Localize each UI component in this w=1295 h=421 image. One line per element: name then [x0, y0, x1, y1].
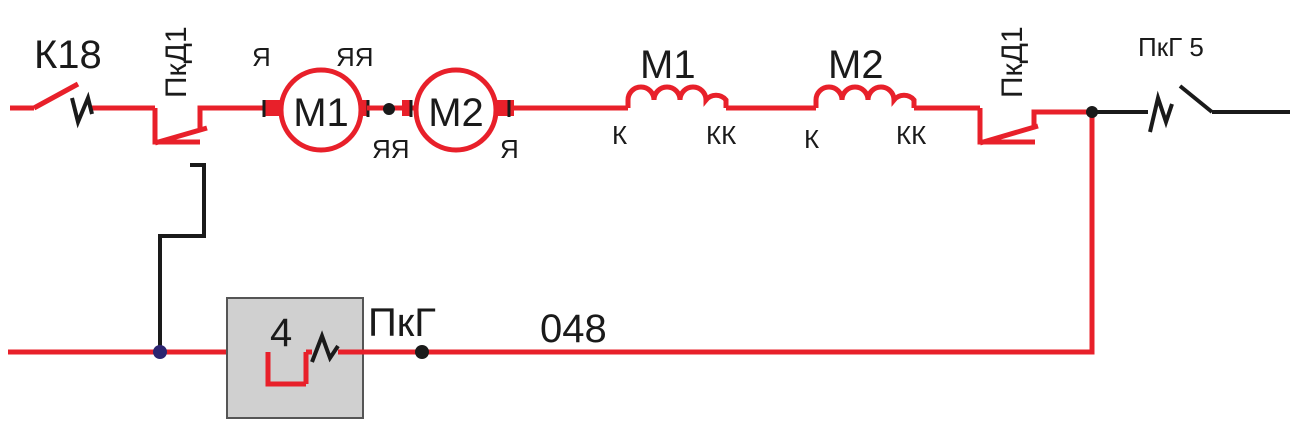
relay-4-number: 4 [270, 311, 292, 355]
pkg-label: ПкГ [368, 301, 436, 345]
coil-m1-term-right: КК [706, 120, 736, 150]
motor-m2 [413, 67, 499, 153]
m1-m2-junction [383, 103, 395, 115]
pkd1-right-contact-blade [979, 123, 1039, 146]
m1-term-top-right: ЯЯ [336, 42, 374, 72]
motor-m1-label: М1 [293, 91, 349, 135]
m2-right-terminal [496, 100, 514, 116]
pkd1-left-label: ПкД1 [160, 26, 193, 98]
coil-m2-term-left: К [804, 124, 819, 154]
m2-left-terminal [402, 100, 412, 116]
wire-048-return [422, 112, 1095, 355]
pkd1-right-contact-b [1031, 109, 1092, 128]
relay-4-control-mark-icon [310, 330, 340, 363]
pkd1-left-contact-blade [154, 125, 208, 146]
motor-m1 [278, 67, 364, 153]
pkg5-blade [1178, 84, 1214, 114]
m2-term-bottom-left: ЯЯ [372, 134, 410, 164]
m2-term-bottom-right: Я [500, 134, 519, 164]
k18-label: К18 [34, 33, 102, 77]
left-junction [153, 345, 167, 359]
top-wires [10, 81, 1095, 355]
pkd1-left-contact-b [197, 105, 264, 128]
right-junction [1086, 106, 1098, 118]
m1-term-top-left: Я [252, 42, 271, 72]
pkd1-mechanical-link [158, 163, 206, 352]
terminal-marks [262, 100, 511, 117]
pkg5-switch [1092, 84, 1290, 133]
k18-control-mark-icon [70, 91, 94, 129]
wire-048-label: 048 [540, 307, 607, 351]
coil-m1-label: М1 [640, 43, 696, 87]
coil-m2-label: М2 [828, 43, 884, 87]
pkg-junction [415, 345, 429, 359]
switch-k18-blade [32, 81, 80, 111]
coil-m1-term-left: К [612, 120, 627, 150]
pkg5-control-mark-icon [1148, 90, 1174, 133]
pkg5-label: ПкГ 5 [1138, 32, 1204, 62]
m1-left-terminal [263, 100, 281, 116]
motor-m2-label: М2 [428, 91, 484, 135]
coil-m2-term-right: КК [896, 120, 926, 150]
relay-4-contact [265, 349, 422, 387]
coil-m1 [625, 84, 729, 108]
coil-m2 [813, 84, 917, 108]
pkd1-right-label: ПкД1 [996, 26, 1029, 98]
relay-4-box [226, 297, 364, 419]
